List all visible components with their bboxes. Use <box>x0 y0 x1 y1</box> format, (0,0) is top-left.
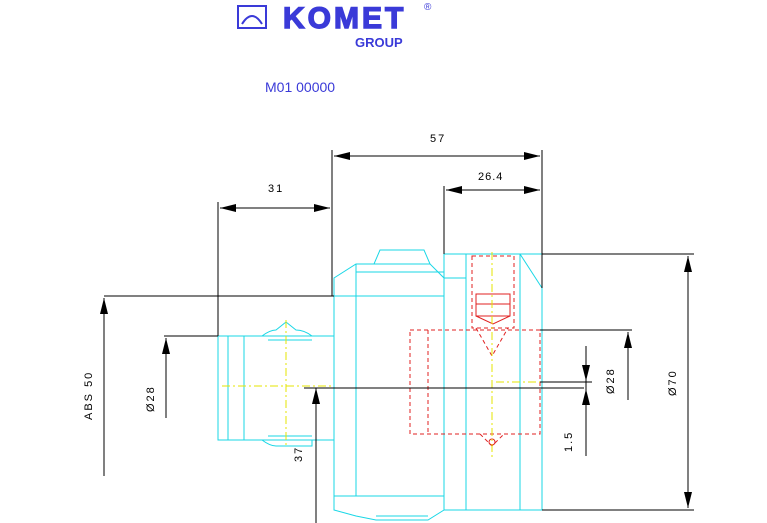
dimension-lines <box>100 150 694 523</box>
dim-26-4: 26.4 <box>478 171 503 183</box>
dim-abs-50: ABS 50 <box>83 371 95 420</box>
komet-logo: KOMET ® GROUP <box>237 1 432 50</box>
part-outline <box>217 249 543 521</box>
brand-name: KOMET <box>283 2 406 35</box>
dim-31: 31 <box>268 183 284 195</box>
dim-1-5: 1.5 <box>563 431 575 452</box>
dim-bore-dia-28: Ø28 <box>605 367 617 394</box>
centerlines <box>222 252 540 460</box>
registered-mark: ® <box>424 2 432 13</box>
dim-dia-70: Ø70 <box>667 369 679 396</box>
part-number: M01 00000 <box>265 79 335 95</box>
brand-group: GROUP <box>355 35 403 50</box>
dimension-labels: 57 31 26.4 ABS 50 Ø28 37 1.5 Ø28 Ø70 <box>83 133 679 462</box>
dim-shank-dia-28: Ø28 <box>145 385 157 412</box>
komet-emblem-icon <box>237 5 267 29</box>
dim-57: 57 <box>430 133 446 145</box>
dim-37: 37 <box>293 446 305 462</box>
